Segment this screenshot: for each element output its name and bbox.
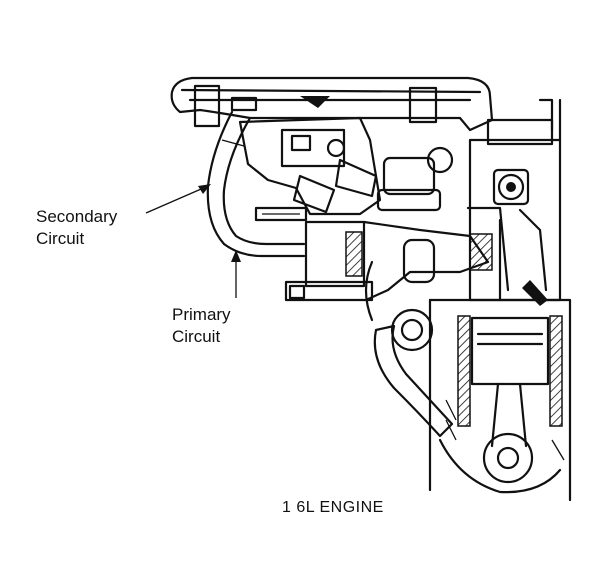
carburetor-body bbox=[238, 116, 454, 222]
cylinder-head bbox=[466, 98, 562, 306]
secondary-arrow bbox=[145, 184, 211, 214]
primary-circuit-label-line1: Primary bbox=[172, 305, 231, 324]
throttle-body bbox=[284, 220, 374, 302]
diagram-caption: 1 6L ENGINE bbox=[282, 499, 384, 516]
primary-arrow bbox=[231, 250, 241, 298]
circuit-tube bbox=[206, 110, 306, 258]
primary-circuit-label-line2: Circuit bbox=[172, 327, 220, 346]
secondary-circuit-label-line2: Circuit bbox=[36, 229, 84, 248]
air-cleaner-housing bbox=[170, 76, 494, 132]
secondary-circuit-label-line1: Secondary bbox=[36, 207, 118, 226]
engine-block bbox=[428, 298, 572, 502]
